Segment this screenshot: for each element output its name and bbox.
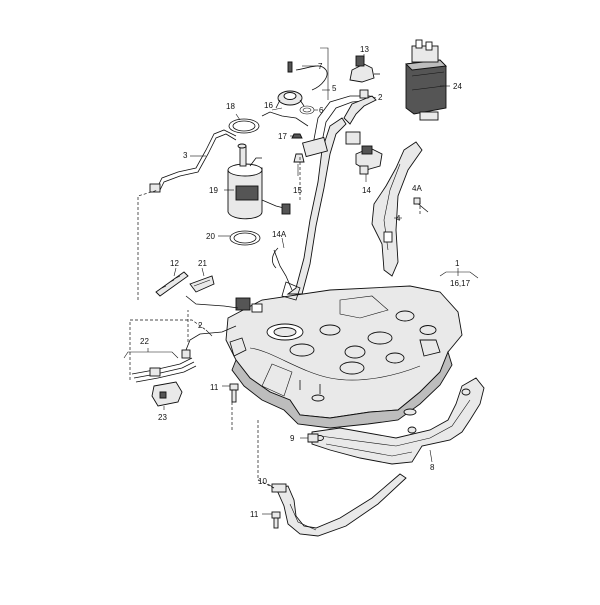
leader-21 [201, 267, 205, 277]
bolt-11-bot [271, 511, 281, 529]
callout-5: 5 [332, 84, 337, 93]
bolt-17 [291, 133, 303, 139]
fuel-tank [225, 285, 463, 429]
locking-ring-18 [228, 118, 260, 134]
callout-14: 14 [362, 186, 371, 195]
seal-ring-20 [229, 230, 261, 246]
leader-14a [281, 237, 285, 249]
callout-22: 22 [140, 337, 149, 346]
dashed-2-line [129, 319, 207, 380]
callout-6: 6 [319, 106, 324, 115]
fuel-line-3-connector [149, 183, 161, 193]
callout-4a: 4A [412, 184, 422, 193]
connector-4a [413, 197, 429, 213]
breather-clip [272, 247, 279, 269]
line-bundle-22 [131, 357, 197, 383]
valve-14 [355, 145, 383, 175]
callout-1: 1 [455, 259, 460, 268]
bracket-23 [151, 381, 183, 407]
filler-neck-pipe [281, 95, 377, 301]
bolt-15 [293, 153, 305, 163]
part-21 [189, 275, 215, 293]
fuel-line-2 [185, 325, 237, 351]
callout-2-top: 2 [378, 93, 383, 102]
bolt-11-mid [229, 383, 239, 403]
leader-2-left [205, 329, 213, 337]
callout-9: 9 [290, 434, 295, 443]
leader-18 [235, 113, 241, 121]
callout-17: 17 [278, 132, 287, 141]
tank-hose [185, 295, 239, 309]
fuel-line-3 [157, 129, 237, 187]
callout-2-left: 2 [198, 321, 203, 330]
callout-14a: 14A [272, 230, 287, 239]
fuel-line-3-outer [159, 133, 237, 191]
sender-cover [275, 61, 328, 115]
leader-8 [429, 449, 433, 463]
leader-16 [271, 107, 283, 111]
bolt-9 [307, 433, 319, 443]
wiring-16 [261, 111, 309, 127]
callout-19: 19 [209, 186, 218, 195]
breather-line [273, 249, 293, 291]
leader-2-top [369, 95, 377, 99]
callout-12: 12 [170, 259, 179, 268]
dashed-10-line [257, 420, 275, 489]
callout-3: 3 [183, 151, 188, 160]
fuel-pump-19 [227, 143, 291, 220]
callout-18: 18 [226, 102, 235, 111]
callout-4: 4 [396, 214, 401, 223]
fuel-line-2-connector [181, 349, 191, 359]
dashed-3-line [137, 189, 159, 300]
callout-21: 21 [198, 259, 207, 268]
hose-2-top [359, 89, 369, 99]
valve-13 [349, 55, 380, 83]
strip-12 [155, 271, 189, 297]
callout-20: 20 [206, 232, 215, 241]
bracket-1 [439, 271, 479, 279]
callout-10: 10 [258, 477, 267, 486]
bracket-22 [123, 351, 179, 359]
tension-strap [271, 473, 407, 537]
leader-12 [173, 267, 177, 277]
callout-15: 15 [293, 186, 302, 195]
callout-13: 13 [360, 45, 369, 54]
callout-23: 23 [158, 413, 167, 422]
callout-11-bot: 11 [250, 510, 259, 519]
leader-10 [267, 483, 275, 489]
bracket-5 [320, 47, 329, 100]
callout-1-sub: 16,17 [450, 279, 471, 288]
callout-8: 8 [430, 463, 435, 472]
carbon-canister [405, 39, 447, 121]
callout-7: 7 [318, 62, 323, 71]
callout-24: 24 [453, 82, 462, 91]
callout-16: 16 [264, 101, 273, 110]
filler-bracket [371, 141, 423, 277]
callout-11-mid: 11 [210, 383, 219, 392]
